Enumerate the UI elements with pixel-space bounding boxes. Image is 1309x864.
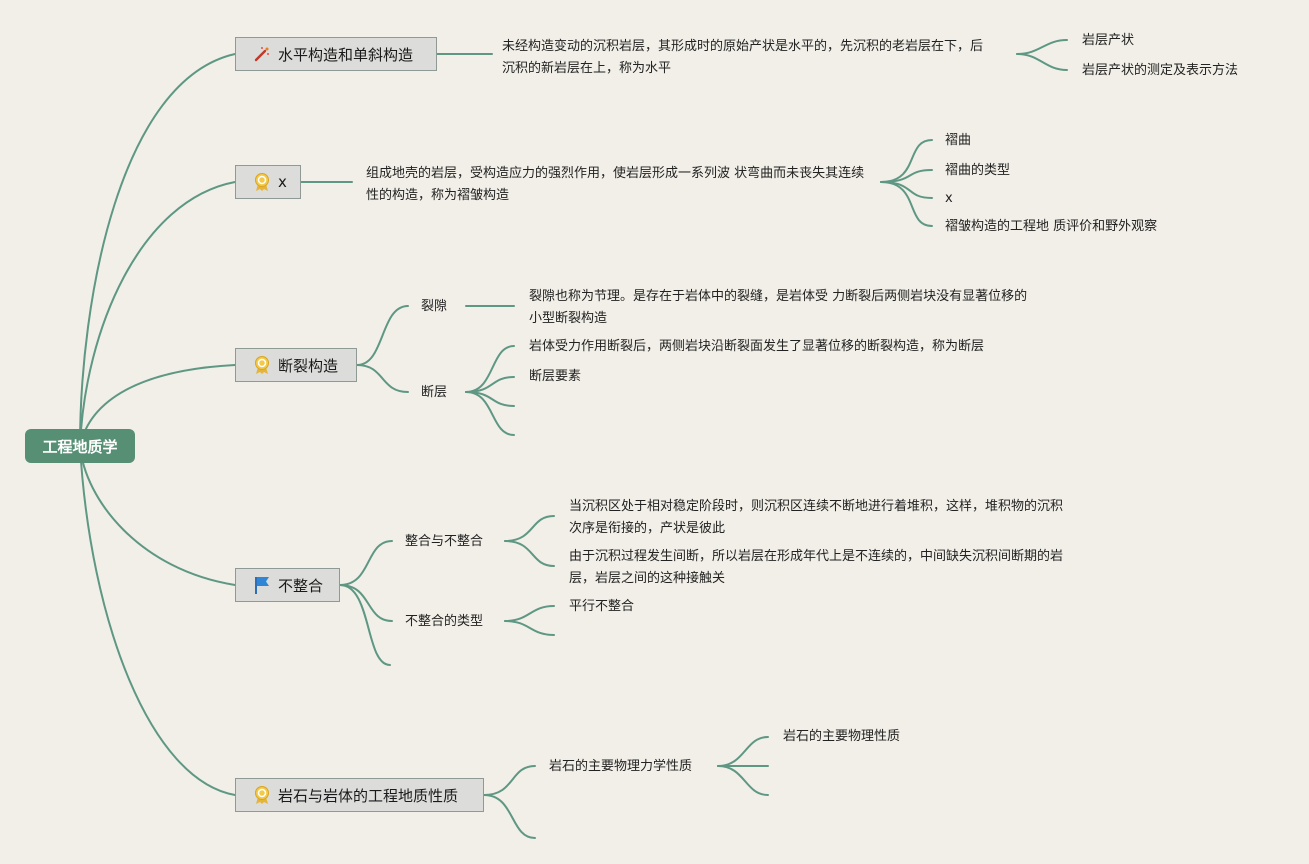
branch-label: 断裂构造 (278, 356, 339, 375)
leaf-item[interactable]: 岩体受力作用断裂后，两侧岩块沿断裂面发生了显著位移的断裂构造，称为断层 (529, 339, 985, 354)
award-ribbon-icon (252, 172, 272, 192)
award-ribbon-icon (252, 785, 272, 805)
sub-node-joints[interactable]: 裂隙 (421, 299, 448, 314)
branch-description: 组成地壳的岩层，受构造应力的强烈作用，使岩层形成一系列波 状弯曲而未丧失其连续性… (366, 166, 865, 203)
leaf-item[interactable]: 岩石的主要物理性质 (783, 729, 901, 744)
award-ribbon-icon (252, 355, 272, 375)
leaf-item[interactable]: x (945, 191, 953, 206)
root-node[interactable]: 工程地质学 (25, 429, 135, 463)
branch-node-rock-properties[interactable]: 岩石与岩体的工程地质性质 (235, 778, 484, 812)
sub-node-rock-mechanics[interactable]: 岩石的主要物理力学性质 (549, 759, 693, 774)
leaf-item[interactable]: 岩层产状的测定及表示方法 (1082, 63, 1239, 78)
leaf-item[interactable]: 当沉积区处于相对稳定阶段时，则沉积区连续不断地进行着堆积，这样，堆积物的沉积次序… (569, 499, 1064, 536)
sub-node-conformity[interactable]: 整合与不整合 (405, 534, 484, 549)
branch-node-fold-structure[interactable]: x (235, 165, 301, 199)
leaf-item[interactable]: 岩层产状 (1082, 33, 1135, 48)
flag-icon (252, 575, 272, 595)
leaf-item[interactable]: 平行不整合 (569, 599, 635, 614)
branch-label: 不整合 (278, 576, 324, 595)
leaf-item[interactable]: 断层要素 (529, 369, 582, 384)
branch-node-fracture-structure[interactable]: 断裂构造 (235, 348, 357, 382)
leaf-item[interactable]: 褶曲的类型 (945, 163, 1011, 178)
leaf-item[interactable]: 裂隙也称为节理。是存在于岩体中的裂缝，是岩体受 力断裂后两侧岩块没有显著位移的小… (529, 289, 1028, 326)
branch-description: 未经构造变动的沉积岩层，其形成时的原始产状是水平的，先沉积的老岩层在下，后沉积的… (502, 39, 984, 76)
branch-node-unconformity[interactable]: 不整合 (235, 568, 340, 602)
leaf-item[interactable]: 褶曲 (945, 133, 972, 148)
sub-node-fault[interactable]: 断层 (421, 385, 448, 400)
leaf-item[interactable]: 褶皱构造的工程地 质评价和野外观察 (945, 219, 1158, 234)
sub-node-unconformity-types[interactable]: 不整合的类型 (405, 614, 484, 629)
branch-node-horizontal-structure[interactable]: 水平构造和单斜构造 (235, 37, 437, 71)
leaf-item[interactable]: 由于沉积过程发生间断，所以岩层在形成年代上是不连续的，中间缺失沉积间断期的岩层，… (569, 549, 1064, 586)
branch-label: x (278, 173, 287, 191)
branch-label: 水平构造和单斜构造 (278, 45, 414, 64)
branch-label: 岩石与岩体的工程地质性质 (278, 786, 459, 805)
magic-wand-icon (252, 44, 272, 64)
